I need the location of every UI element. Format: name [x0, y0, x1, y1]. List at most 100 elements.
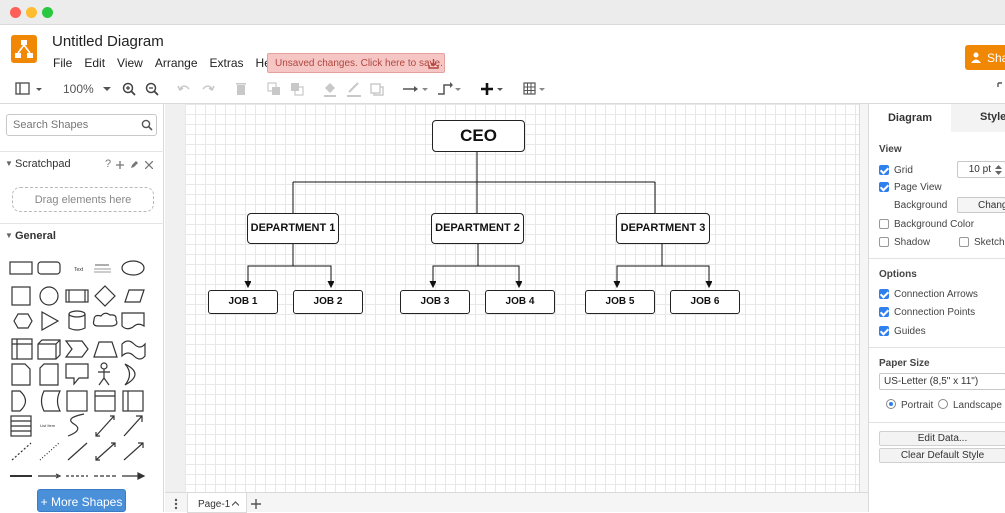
- card-shape[interactable]: [39, 363, 59, 386]
- edit-pencil-icon[interactable]: [130, 160, 139, 169]
- connection-points-checkbox[interactable]: [879, 307, 889, 317]
- process-shape[interactable]: [65, 289, 89, 303]
- dept3-connector[interactable]: [616, 242, 709, 286]
- node-job-3[interactable]: JOB 3: [400, 290, 470, 314]
- tab-diagram[interactable]: Diagram: [869, 104, 951, 132]
- text-shape[interactable]: Text: [74, 267, 84, 273]
- rectangle-shape[interactable]: [9, 261, 33, 275]
- undo-button[interactable]: [177, 80, 191, 98]
- spinner-icon[interactable]: [995, 164, 1002, 176]
- vertical-scrollbar[interactable]: [859, 104, 868, 492]
- clear-default-style-button[interactable]: Clear Default Style: [879, 448, 1005, 463]
- to-front-button[interactable]: [267, 80, 281, 98]
- node-department-3[interactable]: DEPARTMENT 3: [616, 213, 710, 244]
- shadow-checkbox[interactable]: [879, 237, 889, 247]
- format-panel-button[interactable]: [15, 80, 43, 98]
- curve-shape[interactable]: [67, 413, 85, 437]
- page-tab-page-1[interactable]: Page-1: [187, 493, 247, 513]
- grid-checkbox[interactable]: [879, 165, 889, 175]
- delay-shape[interactable]: [11, 390, 27, 412]
- menu-edit[interactable]: Edit: [84, 56, 106, 70]
- bidirectional-arrow-shape[interactable]: [95, 415, 115, 437]
- change-background-button[interactable]: Chang: [957, 197, 1005, 213]
- rounded-rectangle-shape[interactable]: [37, 261, 61, 275]
- parallelogram-shape[interactable]: [124, 289, 145, 303]
- shadow-button[interactable]: [370, 80, 384, 98]
- container-shape[interactable]: [66, 390, 88, 412]
- paper-size-select[interactable]: US-Letter (8,5" x 11"): [879, 373, 1005, 390]
- diamond-shape[interactable]: [94, 285, 116, 307]
- menu-extras[interactable]: Extras: [209, 56, 244, 70]
- list-shape[interactable]: [94, 390, 116, 412]
- scratchpad-header[interactable]: ▼ Scratchpad ?: [0, 151, 164, 175]
- node-job-2[interactable]: JOB 2: [293, 290, 363, 314]
- line-shape[interactable]: [67, 442, 88, 461]
- portrait-radio[interactable]: [886, 399, 896, 409]
- share-button[interactable]: Sha: [965, 45, 1005, 70]
- diagram-page[interactable]: CEO DEPARTMENT 1 DEPARTMENT 2 DEPARTMENT…: [185, 104, 861, 492]
- line-color-button[interactable]: [346, 80, 362, 98]
- page-view-checkbox[interactable]: [879, 182, 889, 192]
- general-section-header[interactable]: ▼ General: [0, 223, 164, 247]
- bidirectional-connector-shape[interactable]: [95, 442, 116, 461]
- arrow-shape[interactable]: [123, 415, 143, 437]
- close-icon[interactable]: [145, 161, 153, 169]
- node-job-4[interactable]: JOB 4: [485, 290, 555, 314]
- textbox-shape[interactable]: [94, 264, 111, 273]
- document-shape[interactable]: [121, 312, 145, 330]
- menu-arrange[interactable]: Arrange: [154, 56, 198, 70]
- zoom-select[interactable]: 100%: [63, 80, 112, 98]
- dept2-connector[interactable]: [432, 242, 519, 286]
- background-color-checkbox[interactable]: [879, 219, 889, 229]
- node-ceo[interactable]: CEO: [432, 120, 525, 152]
- close-window-button[interactable]: [10, 7, 21, 18]
- link-connector-shape[interactable]: [122, 472, 146, 480]
- ceo-connector[interactable]: [292, 151, 656, 213]
- canvas-area[interactable]: CEO DEPARTMENT 1 DEPARTMENT 2 DEPARTMENT…: [165, 104, 868, 492]
- add-page-icon[interactable]: [251, 499, 261, 509]
- landscape-radio[interactable]: [938, 399, 948, 409]
- guides-checkbox[interactable]: [879, 326, 889, 336]
- callout-shape[interactable]: [65, 363, 89, 386]
- table-list-shape[interactable]: [10, 415, 32, 437]
- directional-connector-shape[interactable]: [123, 442, 144, 461]
- edit-data-button[interactable]: Edit Data...: [879, 431, 1005, 446]
- trapezoid-shape[interactable]: [93, 341, 118, 358]
- node-department-2[interactable]: DEPARTMENT 2: [431, 213, 524, 244]
- triangle-shape[interactable]: [41, 310, 60, 332]
- list-item-shape[interactable]: List Item: [40, 423, 56, 428]
- unsaved-changes-button[interactable]: Unsaved changes. Click here to save.: [267, 53, 445, 73]
- add-icon[interactable]: [116, 161, 124, 169]
- tab-style[interactable]: Style: [980, 111, 1005, 123]
- scratchpad-drop-zone[interactable]: Drag elements here: [12, 187, 154, 212]
- cube-shape[interactable]: [37, 339, 61, 360]
- dotted-line-shape[interactable]: [39, 442, 60, 461]
- search-shapes-input[interactable]: [6, 114, 157, 136]
- more-shapes-button[interactable]: + More Shapes: [37, 489, 126, 512]
- connection-style-button[interactable]: [402, 80, 430, 98]
- step-shape[interactable]: [64, 340, 89, 358]
- menu-view[interactable]: View: [117, 56, 143, 70]
- node-job-5[interactable]: JOB 5: [585, 290, 655, 314]
- insert-button[interactable]: [480, 80, 506, 98]
- node-job-1[interactable]: JOB 1: [208, 290, 278, 314]
- scratchpad-help-button[interactable]: ?: [105, 158, 112, 170]
- cloud-shape[interactable]: [92, 312, 118, 327]
- zoom-in-button[interactable]: [122, 80, 136, 98]
- waypoint-button[interactable]: [437, 80, 463, 98]
- sketch-checkbox[interactable]: [959, 237, 969, 247]
- grid-size-input[interactable]: 10 pt: [957, 161, 1005, 178]
- internal-storage-shape[interactable]: [11, 338, 33, 360]
- delete-button[interactable]: [234, 80, 248, 98]
- dashed-line-shape[interactable]: [11, 442, 32, 461]
- zoom-out-button[interactable]: [145, 80, 159, 98]
- to-back-button[interactable]: [290, 80, 304, 98]
- pages-menu-icon[interactable]: [174, 498, 178, 510]
- actor-shape[interactable]: [98, 362, 110, 386]
- connection-arrows-checkbox[interactable]: [879, 289, 889, 299]
- node-department-1[interactable]: DEPARTMENT 1: [247, 213, 339, 244]
- swimlane-shape[interactable]: [122, 390, 144, 412]
- general-shapes-palette[interactable]: Text List Item: [4, 254, 156, 484]
- fill-color-button[interactable]: [323, 80, 337, 98]
- tape-shape[interactable]: [121, 340, 146, 360]
